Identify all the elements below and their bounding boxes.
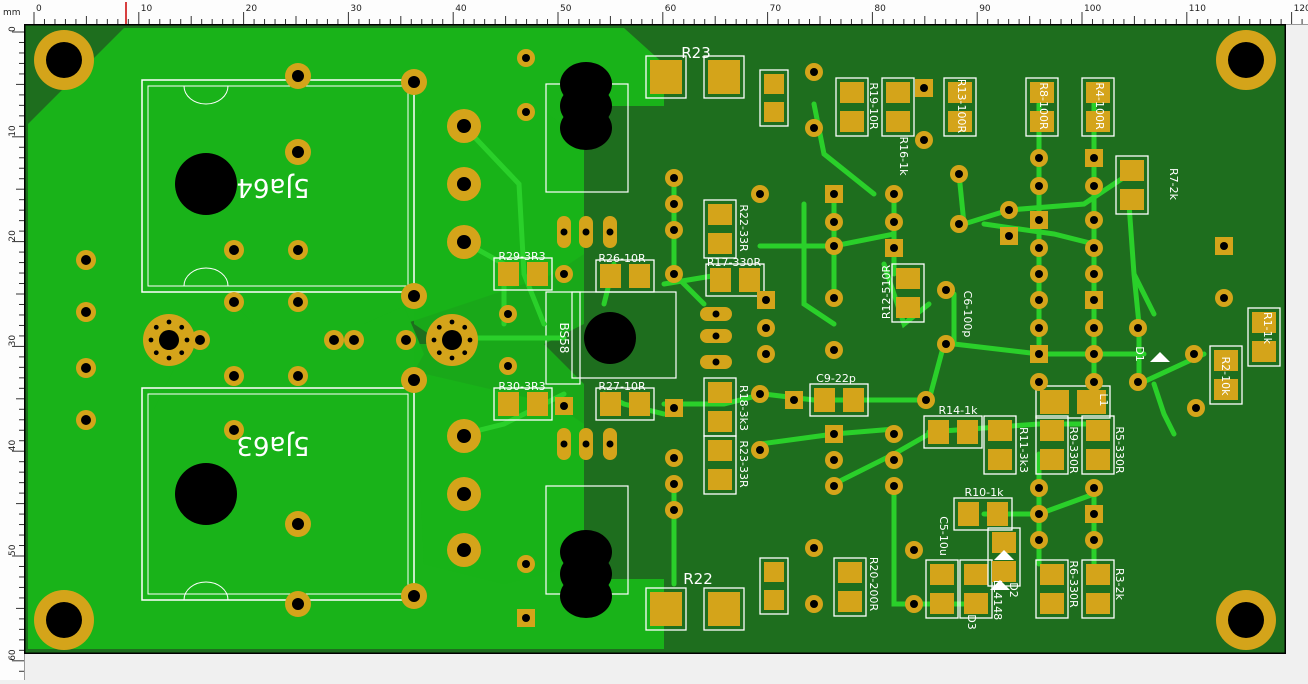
ruler-tick-label: 30	[8, 335, 18, 347]
component-label-r1: R1-1k	[1261, 312, 1274, 345]
ruler-tick-label: 40	[8, 439, 18, 451]
component-label-r22: R22	[683, 570, 713, 588]
component-label-c6: C6-100p	[961, 291, 974, 338]
mounting-arc	[183, 267, 229, 287]
ruler-tick-label: 110	[1189, 4, 1206, 14]
component-label-r23: R23	[681, 44, 711, 62]
transistor-outline	[141, 79, 415, 293]
transistor-top-label: 5Ja64	[236, 172, 309, 202]
through-hole-pads	[34, 30, 1276, 650]
component-label-r8: R8-100R	[1037, 82, 1050, 130]
ruler-tick-label: 100	[1084, 4, 1101, 14]
component-label-r30: R30-3R3	[498, 380, 545, 393]
component-label-r13: R13-100R	[955, 79, 968, 134]
ruler-vertical-scale: 0 10 20 30 40 50 60	[8, 26, 24, 683]
ruler-tick-label: 0	[8, 26, 18, 32]
component-label-r29: R29-3R3	[498, 250, 545, 263]
mounting-arc	[183, 581, 229, 601]
component-label-r3: R3-2k	[1113, 568, 1126, 601]
component-label-d1: D1	[1133, 346, 1146, 361]
mounting-hole	[175, 463, 237, 525]
ruler-tick-label: 70	[770, 4, 782, 14]
component-label-r4: R4-100R	[1093, 82, 1106, 130]
component-label-r11: R11-3k3	[1017, 427, 1030, 473]
transistor-outline-inner	[147, 393, 409, 595]
component-label-r18: R18-3k3	[737, 385, 750, 431]
component-label-c5: C5-10u	[937, 516, 950, 556]
component-label-c9: C9-22p	[816, 372, 856, 385]
component-label-bs58: BS58	[557, 323, 571, 354]
component-label-r23b: R23-33R	[737, 440, 750, 488]
bridge-hole	[584, 312, 636, 364]
component-label-d3: D3	[965, 614, 978, 629]
ruler-tick-label: 20	[246, 4, 258, 14]
ruler-tick-label: 20	[8, 230, 18, 242]
smd-pads	[493, 55, 1281, 631]
ruler-tick-label: 60	[665, 4, 677, 14]
component-label-r7: R7-2k	[1167, 168, 1180, 201]
ruler-horizontal-scale: 0 10 20 30 40 50 60 70 80 90 100 110 120	[33, 2, 1308, 24]
component-label-r12: R12-510R	[880, 265, 893, 320]
transistor-bottom-label: 5Ja63	[236, 430, 309, 460]
mounting-arc	[183, 85, 229, 105]
component-label-r17: R17-330R	[707, 256, 762, 269]
transistor-outline	[141, 387, 415, 601]
ruler-tick-label: 10	[141, 4, 153, 14]
ruler-vertical: 0 10 20 30 40 50 60	[0, 24, 25, 683]
ruler-tick-label: 30	[350, 4, 362, 14]
ruler-tick-label: 40	[455, 4, 467, 14]
component-label-r26: R26-10R	[598, 252, 646, 265]
ruler-tick-label: 50	[560, 4, 572, 14]
component-label-r20: R20-200R	[867, 557, 880, 612]
ruler-tick-label: 0	[36, 4, 42, 14]
component-label-r5: R5-330R	[1113, 426, 1126, 474]
ruler-tick-label: 50	[8, 544, 18, 556]
ruler-tick-label: 80	[874, 4, 886, 14]
component-label-r16: R16-1k	[897, 137, 910, 177]
component-label-ll4148: LL4148	[991, 580, 1004, 620]
component-label-r6: R6-330R	[1067, 560, 1080, 608]
component-label-l1: L1	[1097, 393, 1110, 406]
transistor-outline-inner	[147, 85, 409, 287]
transistor-bottom[interactable]: 5Ja63	[141, 387, 415, 601]
component-label-r2: R2-10k	[1219, 357, 1232, 397]
ruler-tick-label: 120	[1294, 4, 1308, 14]
mounting-hole	[175, 153, 237, 215]
ruler-tick-label: 60	[8, 649, 18, 661]
ruler-tick-label: 10	[8, 125, 18, 137]
component-label-d2: D2	[1007, 582, 1020, 597]
ruler-horizontal: mm 0 10 20 30 40 50 60 70 80 90 100 110 120	[0, 0, 1308, 25]
transistor-top[interactable]: 5Ja64	[141, 79, 415, 293]
component-label-r22b: R22-33R	[737, 204, 750, 252]
component-label-r10: R10-1k	[965, 486, 1005, 499]
component-label-r9: R9-330R	[1067, 426, 1080, 474]
ruler-tick-label: 90	[979, 4, 991, 14]
ruler-unit: mm	[3, 8, 21, 18]
component-label-r14: R14-1k	[939, 404, 979, 417]
component-label-r19: R19-10R	[867, 82, 880, 130]
component-label-r27: R27-10R	[598, 380, 646, 393]
